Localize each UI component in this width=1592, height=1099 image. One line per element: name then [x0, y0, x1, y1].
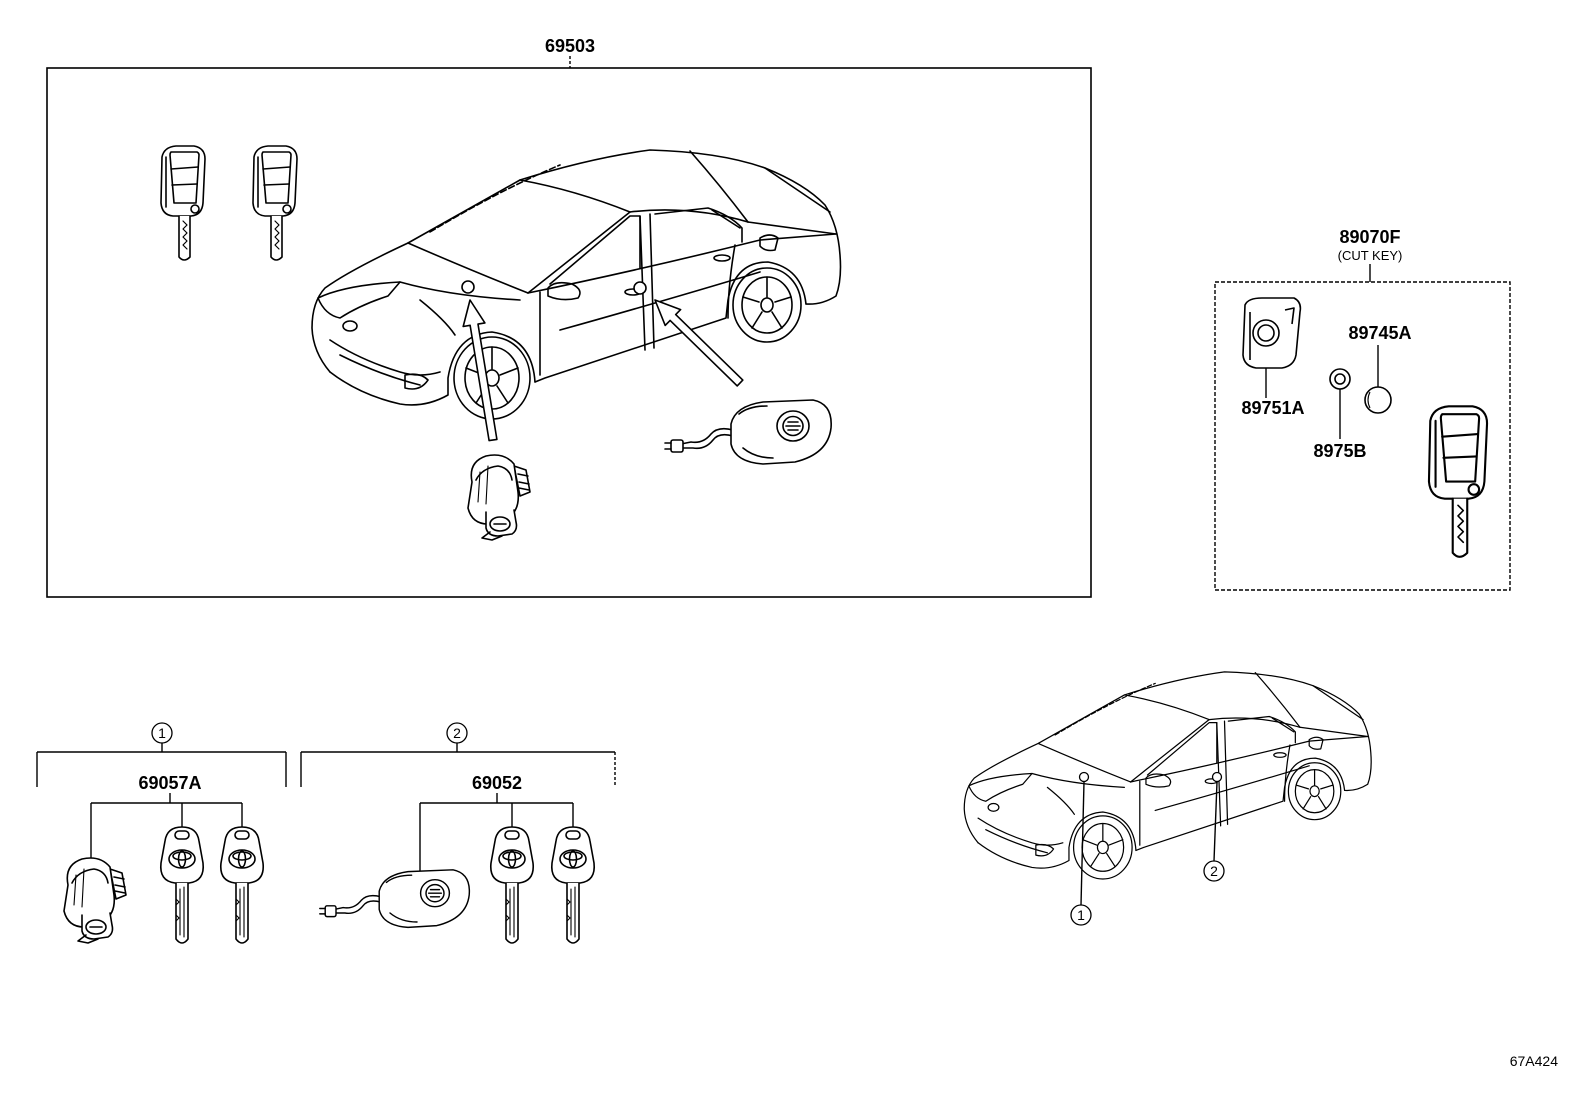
group-2-bracket [300, 743, 615, 787]
cut-key-note: (CUT KEY) [1338, 248, 1403, 263]
location-dot-1 [1078, 771, 1090, 783]
arrow-icon [654, 299, 744, 387]
key-case-illustration [1242, 297, 1302, 369]
group-1-leaders [90, 793, 243, 858]
hood-lock-location-dot [461, 280, 475, 294]
group-1-bracket [36, 743, 287, 787]
cut-key-frame [1214, 281, 1511, 591]
location-leader-1 [1080, 781, 1085, 906]
cut-key-part-number: 89070F [1339, 227, 1400, 247]
group-1-marker-label: 1 [158, 725, 166, 741]
group-2-marker-label: 2 [453, 725, 461, 741]
assembly-part-number: 69503 [545, 36, 595, 56]
location-leader-2 [1213, 781, 1218, 862]
group-2-leaders [419, 793, 574, 872]
battery-illustration [1364, 386, 1392, 414]
door-lock-location-dot [633, 281, 647, 295]
flip-key-illustration [252, 145, 298, 261]
case-part-number: 89751A [1241, 398, 1304, 418]
door-lock-illustration [664, 399, 832, 465]
group-1-part-number: 69057A [138, 773, 201, 793]
location-dot-2 [1211, 771, 1223, 783]
flip-key-illustration [1427, 405, 1489, 558]
arrow-icon [462, 299, 498, 442]
cover-illustration [1329, 368, 1351, 390]
vehicle-illustration [311, 149, 842, 420]
location-marker-1 [1070, 904, 1092, 926]
vehicle-location-illustration [963, 671, 1372, 880]
assembly-frame [46, 67, 1092, 598]
key-illustration [159, 826, 205, 944]
battery-part-number: 89745A [1348, 323, 1411, 343]
lock-cylinder-illustration [467, 454, 531, 541]
flip-key-illustration [160, 145, 206, 261]
key-illustration [219, 826, 265, 944]
location-marker-2 [1203, 860, 1225, 882]
key-illustration [489, 826, 535, 944]
key-illustration [550, 826, 596, 944]
group-2-part-number: 69052 [472, 773, 522, 793]
lock-cylinder-illustration [63, 857, 127, 944]
location-marker-2-label: 2 [1210, 863, 1218, 879]
illustration-code: 67A424 [1510, 1053, 1558, 1069]
location-marker-1-label: 1 [1077, 907, 1085, 923]
door-lock-illustration [319, 869, 471, 929]
cover-part-number: 8975B [1313, 441, 1366, 461]
